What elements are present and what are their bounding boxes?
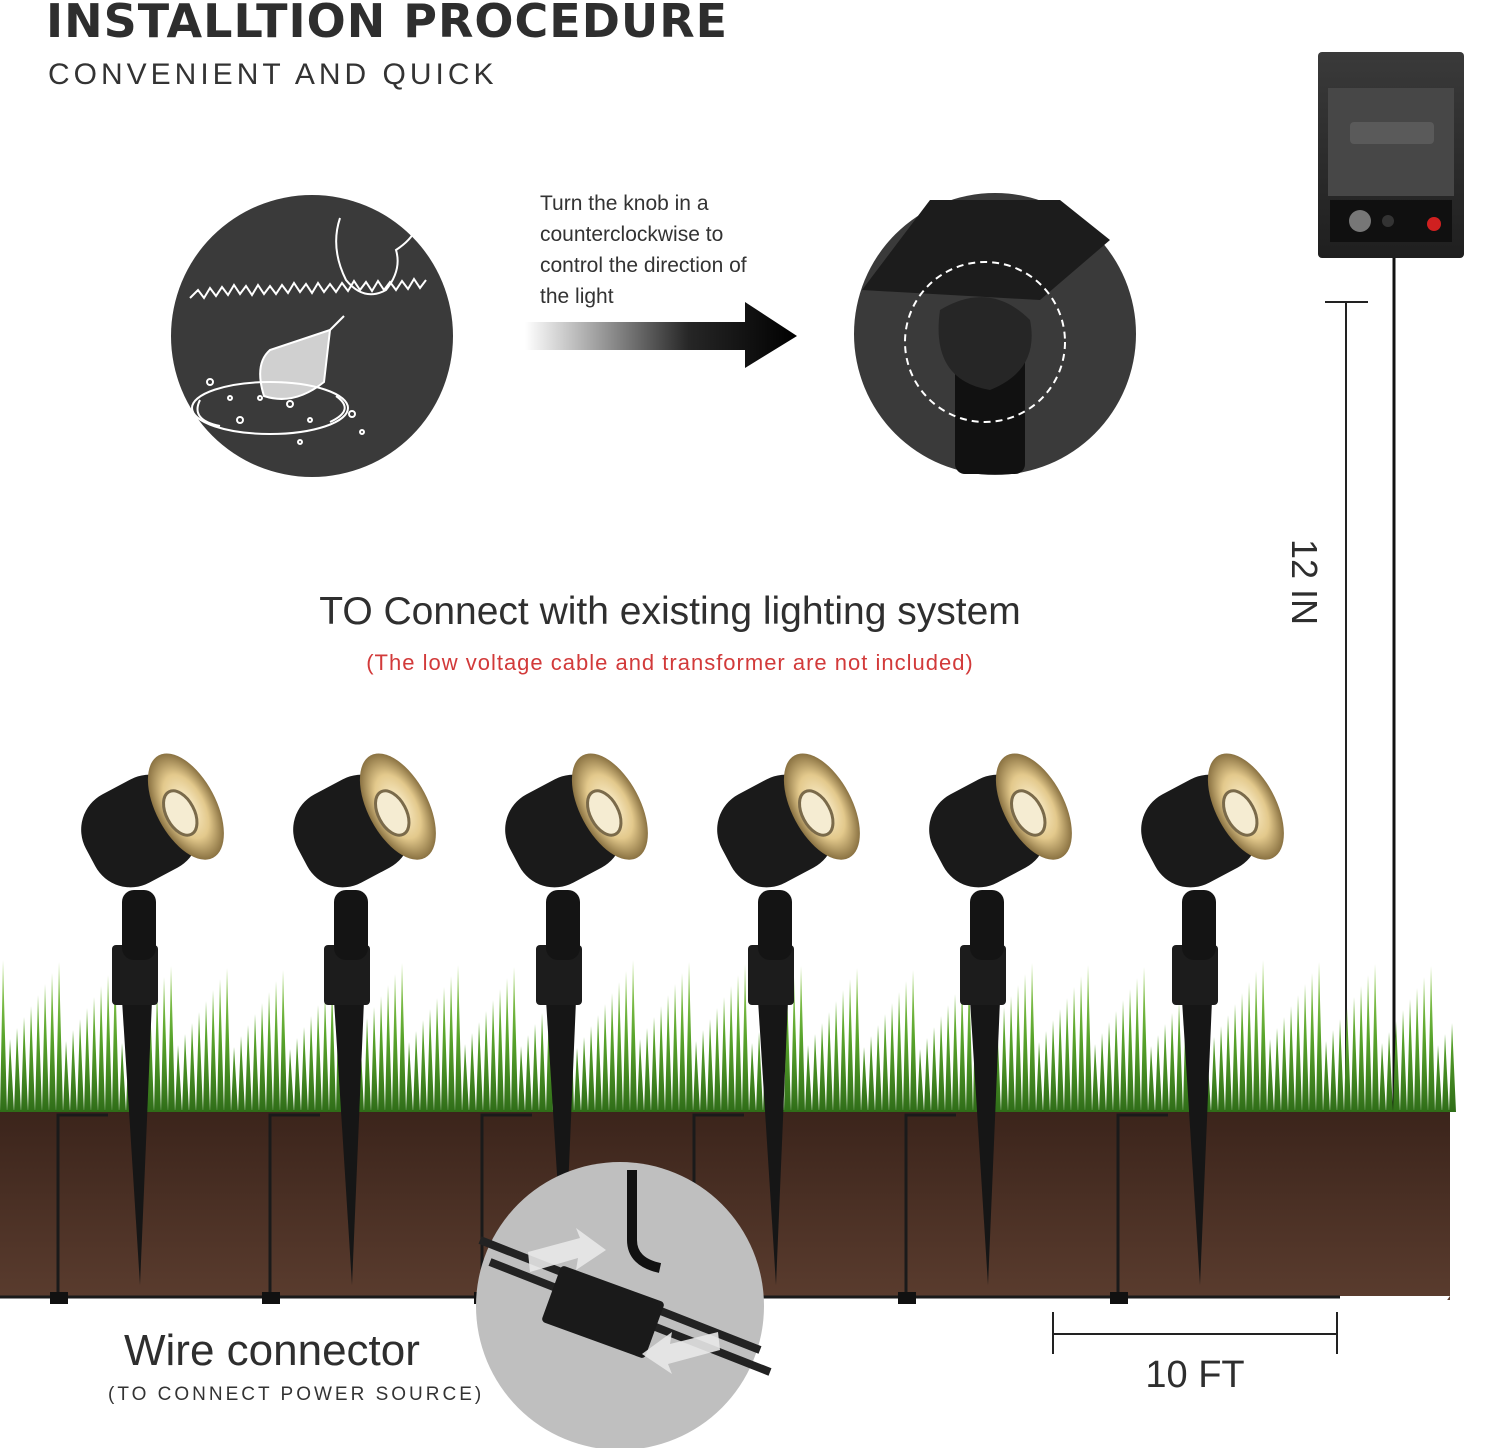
right-arrow-icon — [525, 302, 797, 368]
spotlight-3 — [474, 753, 648, 1304]
grass — [0, 960, 1456, 1112]
dig-step-circle — [171, 195, 453, 477]
height-dimension-label: 12 IN — [1284, 539, 1325, 626]
width-dimension-line — [1052, 1312, 1338, 1354]
wire-connector-title: Wire connector — [124, 1326, 420, 1375]
wire-connector-circle — [476, 1162, 772, 1448]
wire-connector-note: (TO CONNECT POWER SOURCE) — [108, 1384, 485, 1405]
page-title: INSTALLTION PROCEDURE — [46, 0, 729, 48]
page-subtitle: CONVENIENT AND QUICK — [48, 58, 498, 91]
spotlight-6 — [1110, 753, 1284, 1304]
trowel-digging-icon — [189, 209, 427, 445]
spotlight-1 — [50, 753, 224, 1304]
transformer-box — [1318, 52, 1464, 258]
rotate-knob-icon — [904, 261, 1066, 423]
spacing-dimension-label: 10 FT — [1145, 1354, 1245, 1396]
connect-note: (The low voltage cable and transformer a… — [366, 650, 974, 675]
spotlights-group — [50, 753, 1284, 1304]
connect-title: TO Connect with existing lighting system — [319, 590, 1021, 633]
spotlight-5 — [898, 753, 1072, 1304]
spotlight-4 — [686, 753, 860, 1304]
knob-instruction: Turn the knob in a counterclockwise to c… — [540, 192, 747, 308]
spotlight-2 — [262, 753, 436, 1304]
knob-step-circle — [854, 193, 1136, 475]
